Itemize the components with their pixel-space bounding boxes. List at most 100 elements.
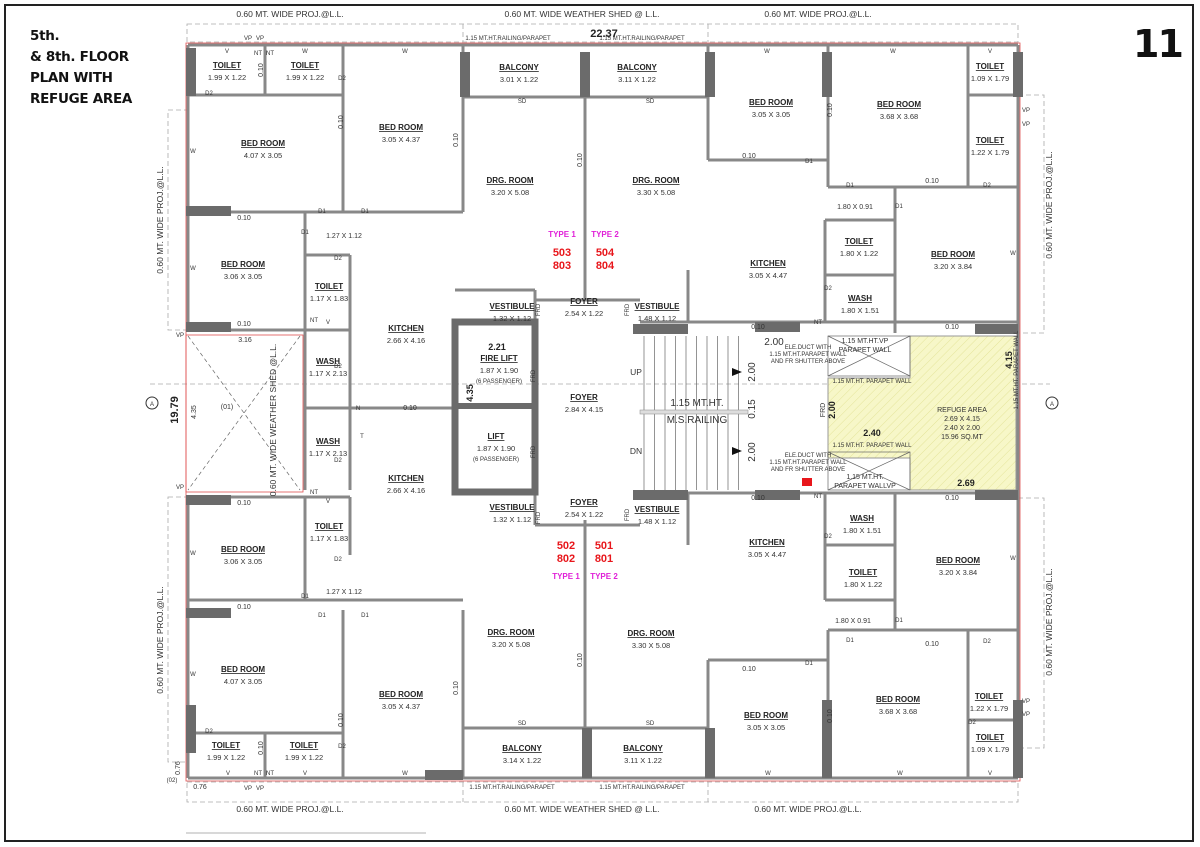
page-number: 11 bbox=[1133, 22, 1184, 66]
room-dimensions: 1.99 X 1.22 bbox=[285, 753, 323, 762]
flat-type: TYPE 2 bbox=[590, 572, 618, 581]
room-label: BED ROOM 4.07 X 3.05 bbox=[241, 139, 285, 160]
annotation: 0.10 bbox=[827, 709, 834, 723]
annotation: ELE.DUCT WITH bbox=[785, 453, 832, 459]
annotation: UP bbox=[630, 367, 642, 377]
room-dimensions: 3.05 X 4.37 bbox=[382, 135, 420, 144]
room-dimensions: 1.48 X 1.12 bbox=[638, 517, 676, 526]
annotation: 2.69 X 4.15 bbox=[944, 416, 980, 423]
room-name: BED ROOM bbox=[876, 695, 920, 704]
drawing-title: 5th. & 8th. FLOOR PLAN WITH REFUGE AREA bbox=[30, 26, 132, 110]
room-name: VESTIBULE bbox=[635, 302, 681, 311]
annotation: FRD bbox=[625, 303, 631, 316]
annotation: M.S.RAILING bbox=[667, 415, 728, 426]
room-dimensions: 1.22 X 1.79 bbox=[971, 148, 1009, 157]
annotation: 0.60 MT. WIDE PROJ.@L.L. bbox=[155, 586, 165, 693]
room-name: DRG. ROOM bbox=[487, 628, 534, 637]
column bbox=[975, 324, 1018, 334]
room-dimensions: 2.66 X 4.16 bbox=[387, 486, 425, 495]
room-name: DRG. ROOM bbox=[486, 176, 533, 185]
flat-number: 502 bbox=[557, 540, 575, 552]
room-name: BALCONY bbox=[623, 744, 663, 753]
room-name: TOILET bbox=[976, 62, 1004, 71]
column bbox=[186, 206, 231, 216]
annotation: (02) bbox=[167, 778, 178, 784]
annotation: V bbox=[326, 320, 330, 326]
room-dimensions: 1.99 X 1.22 bbox=[286, 73, 324, 82]
room-note: (6 PASSENGER) bbox=[476, 379, 522, 385]
annotation: 0.10 bbox=[827, 103, 834, 117]
room-dimensions: 3.01 X 1.22 bbox=[500, 75, 538, 84]
column bbox=[633, 324, 688, 334]
annotation: FRD bbox=[625, 508, 631, 521]
annotation: 1.15 MT.HT.PARAPET WALL bbox=[769, 460, 847, 466]
column bbox=[822, 700, 832, 778]
room-dimensions: 2.54 X 1.22 bbox=[565, 510, 603, 519]
section-label: A bbox=[150, 402, 154, 408]
annotation: 15.96 SQ.MT bbox=[941, 434, 983, 441]
annotation: FRD bbox=[531, 369, 537, 382]
annotation: VP bbox=[256, 786, 264, 792]
column bbox=[186, 705, 196, 753]
annotation: W bbox=[190, 266, 196, 272]
room-name: TOILET bbox=[315, 522, 343, 531]
annotation: NT bbox=[814, 320, 822, 326]
flat-number: 804 bbox=[596, 260, 615, 272]
annotation: PARAPET WALL bbox=[839, 347, 892, 354]
refuge-area-fill bbox=[827, 335, 1017, 491]
room-name: BED ROOM bbox=[241, 139, 285, 148]
room-name: BALCONY bbox=[502, 744, 542, 753]
annotation: W bbox=[402, 771, 408, 777]
room-dimensions: 3.11 X 1.22 bbox=[618, 75, 656, 84]
annotation: W bbox=[890, 49, 896, 55]
column bbox=[186, 322, 231, 332]
room-dimensions: 1.22 X 1.79 bbox=[970, 704, 1008, 713]
annotation: 1.27 X 1.12 bbox=[326, 589, 362, 596]
annotations: 0.60 MT. WIDE PROJ.@L.L.0.60 MT. WIDE WE… bbox=[155, 9, 1054, 814]
annotation: 2.00 bbox=[764, 337, 784, 348]
room-dimensions: 4.07 X 3.05 bbox=[244, 151, 282, 160]
room-name: WASH bbox=[316, 437, 340, 446]
room-name: BED ROOM bbox=[379, 123, 423, 132]
annotation: 2.40 X 2.00 bbox=[944, 425, 980, 432]
annotation: AND FR SHUTTER ABOVE bbox=[771, 359, 845, 365]
room-dimensions: 3.06 X 3.05 bbox=[224, 557, 262, 566]
room-name: WASH bbox=[316, 357, 340, 366]
room-note: (6 PASSENGER) bbox=[473, 457, 519, 463]
annotation: D2 bbox=[983, 183, 991, 189]
annotation: NT bbox=[266, 51, 274, 57]
annotation: VP bbox=[256, 36, 264, 42]
annotation: W bbox=[765, 771, 771, 777]
annotation: D2 bbox=[334, 256, 342, 262]
room-name: BED ROOM bbox=[221, 665, 265, 674]
annotation: 0.10 bbox=[751, 324, 765, 331]
annotation: 0.10 bbox=[258, 63, 265, 77]
title-line: & 8th. FLOOR bbox=[30, 49, 129, 65]
annotation: D1 bbox=[361, 209, 369, 215]
annotation: W bbox=[190, 672, 196, 678]
annotation: W bbox=[1010, 251, 1016, 257]
annotation: FRD bbox=[536, 511, 542, 524]
annotation: VP bbox=[176, 333, 184, 339]
room-dimensions: 1.17 X 1.83 bbox=[310, 294, 348, 303]
drawing-frame bbox=[4, 4, 1194, 842]
room-dimensions: 2.54 X 1.22 bbox=[565, 309, 603, 318]
annotation: 0.60 MT. WIDE PROJ.@L.L. bbox=[236, 9, 343, 19]
annotation: 1.15 MT.HT.RAILING/PARAPET bbox=[599, 36, 685, 42]
room-name: BED ROOM bbox=[749, 98, 793, 107]
annotation: PARAPET WALLVP bbox=[834, 483, 896, 490]
annotation: REFUGE AREA bbox=[937, 407, 987, 414]
